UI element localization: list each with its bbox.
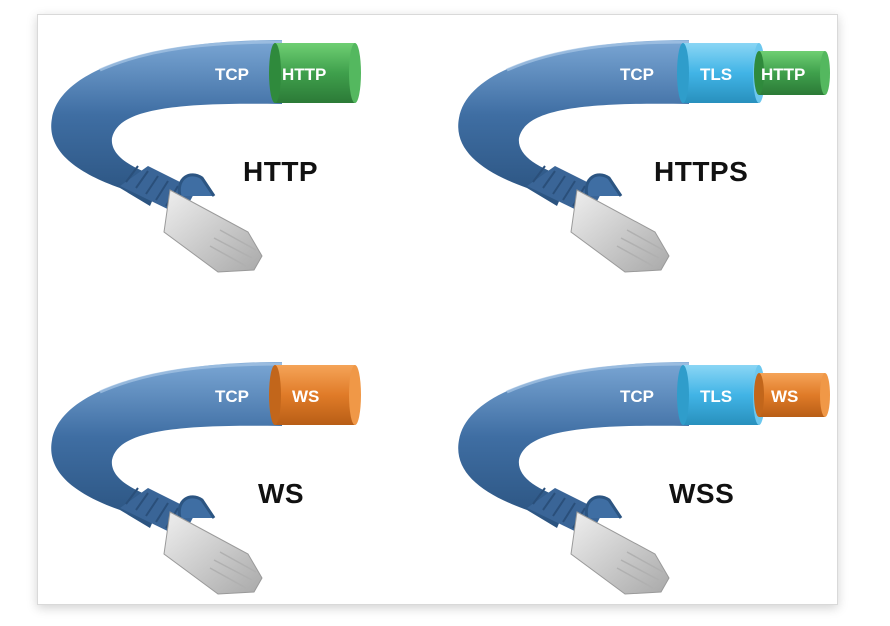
cable-body: [458, 40, 690, 273]
segment-label-ws: WS: [292, 387, 319, 406]
panel-wss: TCP TLS WS WSS: [407, 322, 830, 622]
cable-illustration-http: TCP HTTP: [51, 40, 361, 273]
panel-ws: TCP WS WS: [0, 322, 420, 622]
segment-http: HTTP: [269, 43, 361, 103]
cable-body: [458, 362, 690, 595]
panel-https: TCP TLS HTTP HTTPS: [407, 0, 830, 300]
segment-tcp: TCP: [620, 65, 654, 84]
segment-label-tcp: TCP: [620, 65, 654, 84]
segment-tcp: TCP: [620, 387, 654, 406]
segment-label-tls: TLS: [700, 387, 732, 406]
cable-body: [51, 40, 283, 273]
protocol-title: WS: [258, 478, 305, 509]
panel-http: TCP HTTP HTTP: [0, 0, 420, 300]
segment-tcp: TCP: [215, 65, 249, 84]
segment-label-tls: TLS: [700, 65, 732, 84]
segment-tls: TLS: [677, 365, 765, 425]
segment-ws: WS: [754, 373, 830, 417]
segment-label-http: HTTP: [761, 65, 805, 84]
protocol-title: WSS: [669, 478, 735, 509]
segment-tcp: TCP: [215, 387, 249, 406]
segment-label-ws: WS: [771, 387, 798, 406]
segment-http: HTTP: [754, 51, 830, 95]
segment-label-tcp: TCP: [215, 65, 249, 84]
protocol-title: HTTPS: [654, 156, 749, 187]
segment-label-tcp: TCP: [620, 387, 654, 406]
segment-label-tcp: TCP: [215, 387, 249, 406]
cable-illustration-ws: TCP WS: [51, 362, 361, 595]
cable-illustration-https: TCP TLS HTTP: [458, 40, 830, 273]
cable-body: [51, 362, 283, 595]
segment-ws: WS: [269, 365, 361, 425]
protocol-title: HTTP: [243, 156, 319, 187]
cable-illustration-wss: TCP TLS WS: [458, 362, 830, 595]
segment-tls: TLS: [677, 43, 765, 103]
segment-label-http: HTTP: [282, 65, 326, 84]
